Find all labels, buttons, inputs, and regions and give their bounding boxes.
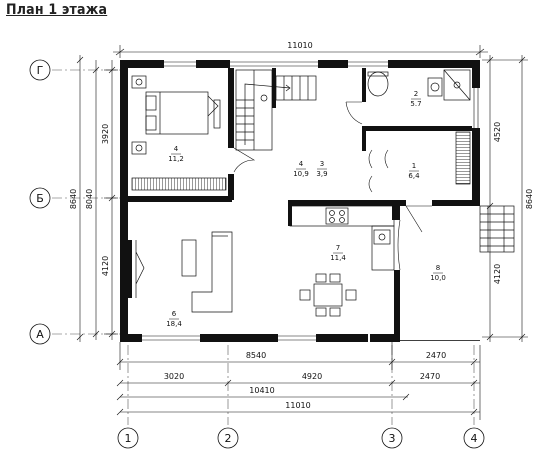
room-bath-number: 2 xyxy=(414,90,418,98)
room-living-area: 18,4 xyxy=(166,320,182,328)
interior-walls xyxy=(128,68,480,206)
room-hall-area: 10,9 xyxy=(293,170,309,178)
room-bedroom-number: 4 xyxy=(174,145,179,153)
windows xyxy=(142,61,479,341)
axis-label-3: 3 xyxy=(389,432,396,445)
dim-top-total: 11010 xyxy=(287,41,312,50)
room-terrace-area: 10,0 xyxy=(430,274,446,282)
dim-bottom-main: 8540 xyxy=(246,351,266,360)
room-labels: 4 11,2 4 10,9 3 3,9 2 5.7 1 6,4 6 18,4 7… xyxy=(166,90,446,328)
dim-bottom-seg3: 2470 xyxy=(420,372,440,381)
dim-right-upper: 4520 xyxy=(493,122,502,142)
exterior-walls xyxy=(120,60,480,342)
axis-label-g: Г xyxy=(37,64,44,77)
room-stair-area: 3,9 xyxy=(316,170,327,178)
dim-left-total-inner: 8040 xyxy=(85,189,94,209)
kitchen-furniture xyxy=(289,205,395,271)
axis-label-b: Б xyxy=(36,192,44,205)
room-closet-area: 6,4 xyxy=(408,172,420,180)
room-stair-number: 3 xyxy=(320,160,324,168)
dim-bottom-seg1: 3020 xyxy=(164,372,184,381)
dimension-labels: 11010 8640 8040 3920 4120 4520 4120 8640… xyxy=(69,41,534,410)
dim-left-upper: 3920 xyxy=(101,124,110,144)
room-label-dividers xyxy=(169,98,443,320)
wardrobe xyxy=(131,177,227,191)
room-hall-number: 4 xyxy=(299,160,304,168)
dim-bottom-total: 11010 xyxy=(285,401,310,410)
tv-unit xyxy=(126,240,132,298)
kitchen-end-wall xyxy=(288,206,292,226)
room-closet-number: 1 xyxy=(412,162,416,170)
dim-right-lower: 4120 xyxy=(493,264,502,284)
axis-label-a: А xyxy=(36,328,44,341)
axis-labels: Г Б А 1 2 3 4 xyxy=(36,64,477,445)
room-living-number: 6 xyxy=(172,310,177,318)
room-bath-area: 5.7 xyxy=(410,100,421,108)
terrace-edge xyxy=(398,340,480,341)
axis-markers xyxy=(29,59,485,449)
dining-set xyxy=(299,273,357,317)
room-kitchen-number: 7 xyxy=(336,244,340,252)
bedroom-furniture xyxy=(131,75,221,155)
staircase xyxy=(235,69,317,151)
room-kitchen-area: 11,4 xyxy=(330,254,346,262)
doors xyxy=(233,101,432,271)
axis-lines xyxy=(52,69,475,425)
dim-bottom-subtotal: 10410 xyxy=(249,386,274,395)
dimension-lines xyxy=(76,45,528,420)
dim-bottom-seg2: 4920 xyxy=(302,372,322,381)
dim-right-total: 8640 xyxy=(525,189,534,209)
dim-left-lower: 4120 xyxy=(101,256,110,276)
plan-title: План 1 этажа xyxy=(6,2,108,18)
living-room-furniture xyxy=(135,231,233,313)
room-bedroom-area: 11,2 xyxy=(168,155,184,163)
dim-left-total-outer: 8640 xyxy=(69,189,78,209)
bathroom-fixtures xyxy=(367,69,471,101)
closet-shelves xyxy=(455,131,471,185)
axis-label-2: 2 xyxy=(225,432,232,445)
terrace-steps xyxy=(479,205,515,253)
room-terrace-number: 8 xyxy=(436,264,440,272)
dim-bottom-terrace: 2470 xyxy=(426,351,446,360)
axis-label-1: 1 xyxy=(125,432,132,445)
axis-label-4: 4 xyxy=(471,432,478,445)
